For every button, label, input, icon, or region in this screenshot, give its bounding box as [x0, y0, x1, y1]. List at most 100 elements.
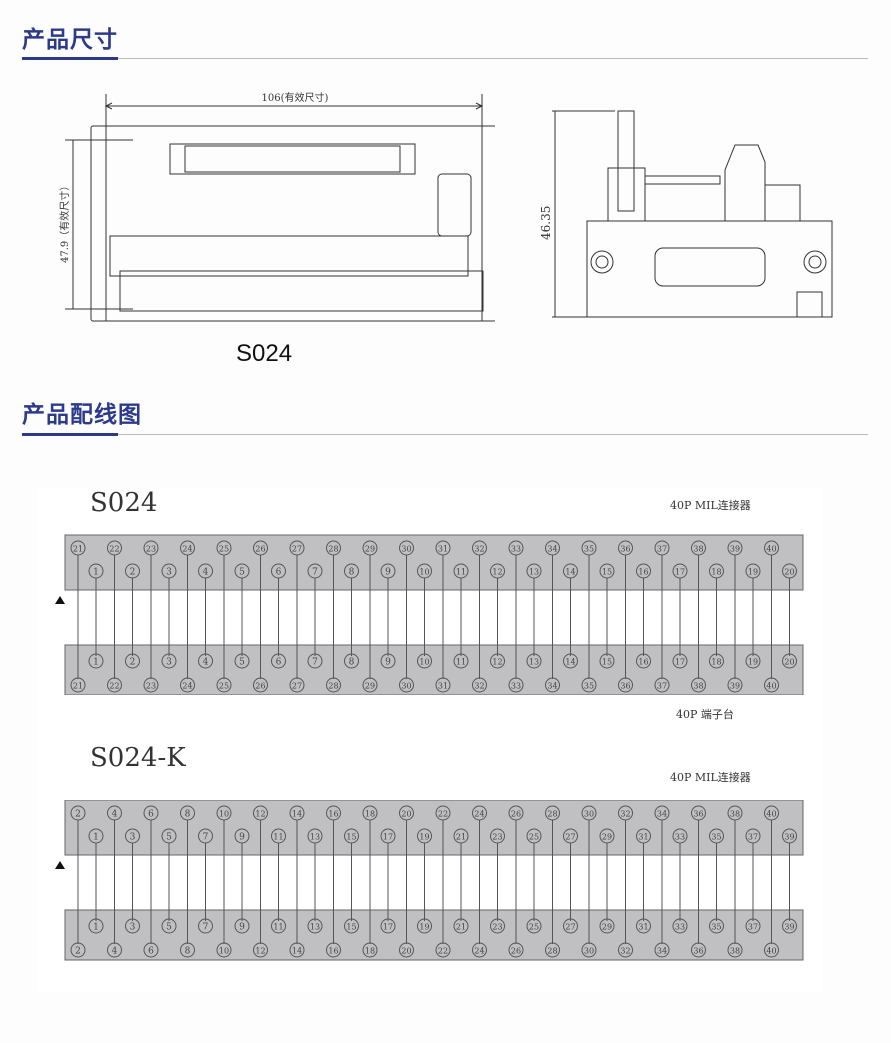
- pin-label: 10: [417, 653, 432, 669]
- svg-text:11: 11: [273, 923, 283, 932]
- pin-label: 39: [727, 677, 743, 693]
- pin-label: 7: [198, 918, 213, 934]
- pin-label: 19: [417, 828, 432, 844]
- pin-label: 34: [545, 540, 560, 556]
- svg-text:8: 8: [349, 568, 355, 578]
- wiring-diagram-s024-k: 2112433465568778109910121111121413131416…: [55, 800, 804, 961]
- svg-text:26: 26: [255, 682, 265, 691]
- pin-label: 18: [362, 805, 378, 821]
- svg-text:7: 7: [312, 658, 318, 668]
- pin-label: 27: [563, 918, 578, 934]
- pin-label: 25: [526, 918, 542, 934]
- pin-label: 28: [545, 805, 560, 821]
- top-view-drawing: 106(有效尺寸) 47.9（有效尺寸）: [58, 91, 495, 322]
- pin-label: 9: [234, 828, 250, 844]
- pin-label: 21: [453, 918, 469, 934]
- svg-text:9: 9: [239, 923, 245, 933]
- svg-text:6: 6: [276, 568, 282, 578]
- svg-text:17: 17: [383, 923, 393, 932]
- pin-label: 15: [344, 828, 359, 844]
- pin-label: 17: [672, 653, 688, 669]
- pin-label: 5: [234, 563, 250, 579]
- svg-text:6: 6: [148, 810, 154, 820]
- svg-text:31: 31: [438, 545, 448, 554]
- svg-text:12: 12: [255, 810, 265, 819]
- pin-label: 15: [599, 563, 615, 579]
- svg-text:16: 16: [328, 947, 338, 956]
- pin-label: 28: [326, 677, 341, 693]
- pin-label: 33: [672, 918, 688, 934]
- svg-text:30: 30: [401, 682, 411, 691]
- svg-text:2: 2: [130, 568, 136, 578]
- svg-text:26: 26: [255, 545, 265, 554]
- svg-text:7: 7: [312, 568, 318, 578]
- pin-label: 30: [399, 677, 414, 693]
- svg-text:29: 29: [602, 923, 612, 932]
- svg-text:8: 8: [349, 658, 355, 668]
- pin-label: 11: [271, 918, 286, 934]
- pin-label: 22: [435, 805, 451, 821]
- svg-text:27: 27: [565, 833, 575, 842]
- pin-label: 1: [88, 563, 104, 579]
- pin-label: 14: [289, 942, 305, 958]
- pin-label: 24: [472, 942, 487, 958]
- svg-text:19: 19: [748, 658, 758, 667]
- pin-label: 6: [143, 942, 159, 958]
- svg-text:32: 32: [620, 947, 630, 956]
- pin-label: 11: [453, 563, 469, 579]
- svg-text:10: 10: [219, 947, 229, 956]
- pin-label: 22: [435, 942, 451, 958]
- pin-label: 26: [508, 805, 524, 821]
- svg-text:32: 32: [474, 545, 484, 554]
- svg-text:5: 5: [166, 833, 172, 843]
- connector-label-s024-k: 40P MIL连接器: [670, 771, 751, 784]
- pin-label: 9: [234, 918, 250, 934]
- pin1-marker-icon: [55, 596, 65, 604]
- pin-label: 33: [672, 828, 688, 844]
- pin-label: 16: [636, 653, 651, 669]
- svg-text:21: 21: [73, 545, 83, 554]
- pin-label: 34: [545, 677, 560, 693]
- svg-text:3: 3: [166, 658, 172, 668]
- pin-label: 36: [691, 942, 706, 958]
- pin-label: 23: [490, 828, 505, 844]
- svg-text:30: 30: [584, 810, 594, 819]
- pin-label: 4: [107, 942, 122, 958]
- svg-text:28: 28: [547, 810, 557, 819]
- svg-text:39: 39: [730, 545, 740, 554]
- pin-label: 10: [216, 942, 232, 958]
- pin-label: 23: [490, 918, 505, 934]
- pin-label: 14: [563, 563, 578, 579]
- pin-label: 8: [344, 653, 359, 669]
- svg-text:27: 27: [565, 923, 575, 932]
- pin-label: 16: [326, 942, 341, 958]
- pin-label: 30: [581, 942, 597, 958]
- pin-label: 7: [307, 653, 323, 669]
- pin-label: 19: [745, 563, 761, 579]
- pin-label: 23: [143, 677, 159, 693]
- pin-label: 2: [70, 805, 86, 821]
- pin-label: 34: [654, 805, 670, 821]
- svg-text:35: 35: [584, 682, 594, 691]
- pin-label: 3: [125, 828, 140, 844]
- svg-text:18: 18: [365, 947, 375, 956]
- svg-text:31: 31: [638, 923, 648, 932]
- svg-text:40: 40: [766, 810, 776, 819]
- pin-label: 18: [362, 942, 378, 958]
- pin-label: 5: [234, 653, 250, 669]
- svg-text:15: 15: [346, 833, 356, 842]
- pin-label: 25: [526, 828, 542, 844]
- pin-label: 12: [253, 805, 268, 821]
- pin-label: 12: [490, 653, 505, 669]
- pin-label: 9: [380, 563, 396, 579]
- svg-text:37: 37: [657, 682, 667, 691]
- pin-label: 7: [307, 563, 323, 579]
- svg-text:28: 28: [328, 682, 338, 691]
- svg-text:3: 3: [130, 833, 136, 843]
- pin-label: 30: [399, 540, 414, 556]
- pin-label: 37: [745, 918, 761, 934]
- pin-label: 39: [782, 918, 797, 934]
- pin-label: 13: [307, 828, 323, 844]
- svg-text:22: 22: [438, 810, 448, 819]
- pin-label: 13: [526, 563, 542, 579]
